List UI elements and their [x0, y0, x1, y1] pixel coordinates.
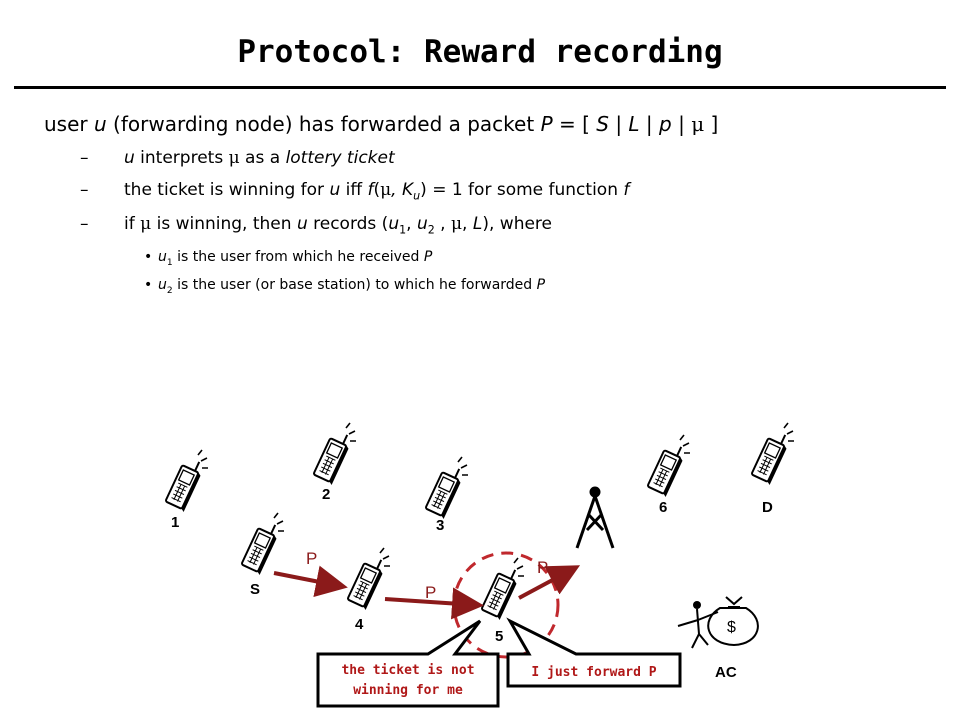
node-label-S: S: [250, 581, 260, 598]
bullet-list: user u (forwarding node) has forwarded a…: [44, 112, 944, 304]
text: ,: [434, 214, 451, 235]
text: if: [124, 214, 141, 235]
var-mu: μ: [228, 148, 240, 168]
text: as a: [239, 148, 286, 168]
text: |: [608, 112, 629, 136]
var-P: P: [540, 112, 553, 136]
packet-arrow-4-to-5: [384, 587, 484, 620]
text: ,: [406, 214, 417, 235]
node-label-6: 6: [659, 499, 667, 516]
subscript: 1: [399, 223, 407, 237]
text: is the user from which he received: [172, 248, 424, 265]
var-u: u: [388, 214, 400, 235]
callout-left: [316, 619, 500, 708]
dash: –: [80, 180, 89, 200]
phone-icon-D: [749, 422, 795, 487]
phone-icon-4: [345, 547, 391, 612]
bullet-sub-2: –the ticket is winning for u iff f(μ, Ku…: [80, 180, 944, 202]
title-underline: [14, 86, 946, 89]
packet-label: P: [306, 549, 317, 568]
phone-icon-3: [423, 456, 469, 521]
text: ,: [462, 214, 473, 235]
node-label-3: 3: [436, 517, 444, 534]
text: (: [373, 180, 381, 200]
dash: –: [80, 214, 89, 235]
var-mu: μ: [450, 214, 463, 235]
var-u: u: [93, 112, 107, 136]
money-symbol: $: [727, 619, 736, 636]
var-u: u: [329, 180, 341, 200]
bullet-sub-3: –if μ is winning, then u records (u1, u2…: [80, 214, 944, 236]
packet-arrow-S-to-4: [273, 565, 348, 598]
slide-title: Protocol: Reward recording: [237, 34, 723, 70]
text: iff: [340, 180, 368, 200]
var-u: u: [296, 214, 308, 235]
text: (forwarding node) has forwarded a packet: [106, 112, 541, 136]
var-P: P: [423, 248, 433, 265]
bullet-sub-3a: • u1 is the user from which he received P: [144, 249, 944, 268]
text: is winning, then: [151, 214, 297, 235]
bullet-main: user u (forwarding node) has forwarded a…: [44, 112, 944, 136]
bullet-dot: •: [144, 276, 153, 293]
lottery-ticket-term: lottery ticket: [285, 148, 395, 168]
var-S: S: [596, 112, 609, 136]
node-label-4: 4: [355, 616, 364, 633]
callout-left-line-1: the ticket is not: [341, 663, 474, 678]
packet-label: P: [425, 583, 436, 602]
callout-right-text: I just forward P: [531, 665, 656, 680]
money-bag-icon: [677, 596, 759, 649]
phone-icon-1: [163, 449, 209, 514]
var-mu: μ: [380, 180, 392, 200]
var-f: f: [367, 180, 374, 200]
var-K: , K: [391, 180, 414, 200]
text: = [: [552, 112, 597, 136]
var-mu: μ: [140, 214, 152, 235]
text: records (: [307, 214, 389, 235]
node-label-D: D: [762, 499, 773, 516]
phone-icon-2: [311, 422, 357, 487]
var-L: L: [628, 112, 640, 136]
text: the ticket is winning for: [124, 180, 330, 200]
phone-icon-6: [645, 434, 691, 499]
var-u: u: [124, 148, 135, 168]
packet-label: P: [537, 558, 548, 577]
bullet-sub-3b: • u2 is the user (or base station) to whi…: [144, 277, 944, 296]
var-f: f: [623, 180, 630, 200]
var-mu: μ: [691, 112, 705, 136]
packet-arrow-5-to-base: [518, 565, 581, 600]
text: ), where: [482, 214, 552, 235]
phone-icon-S: [239, 512, 285, 577]
node-label-5: 5: [495, 628, 503, 645]
text: |: [671, 112, 692, 136]
text: ) = 1 for some function: [420, 180, 624, 200]
text: user: [44, 112, 94, 136]
text: is the user (or base station) to which h…: [172, 276, 537, 293]
var-u: u: [416, 214, 428, 235]
phone-icon-5: [479, 557, 525, 622]
var-L: L: [472, 214, 483, 235]
dash: –: [80, 148, 89, 168]
node-label-2: 2: [322, 486, 330, 503]
subscript: 2: [166, 285, 173, 296]
var-P: P: [536, 276, 546, 293]
node-label-1: 1: [171, 514, 179, 531]
subscript: 1: [166, 257, 173, 268]
text: interprets: [134, 148, 229, 168]
subscript: 2: [427, 223, 435, 237]
bullet-dot: •: [144, 248, 153, 265]
callout-right: [506, 617, 682, 688]
var-p: p: [659, 112, 672, 136]
text: ]: [704, 112, 719, 136]
callout-left-line-2: winning for me: [353, 683, 463, 698]
node-label-AC: AC: [715, 664, 737, 681]
bullet-sub-1: – u interprets μ as a lottery ticket: [80, 148, 944, 168]
var-u-sub: u: [413, 189, 421, 203]
var-u: u: [158, 248, 167, 265]
var-u: u: [158, 276, 167, 293]
base-station-icon: [575, 486, 615, 549]
text: |: [639, 112, 660, 136]
